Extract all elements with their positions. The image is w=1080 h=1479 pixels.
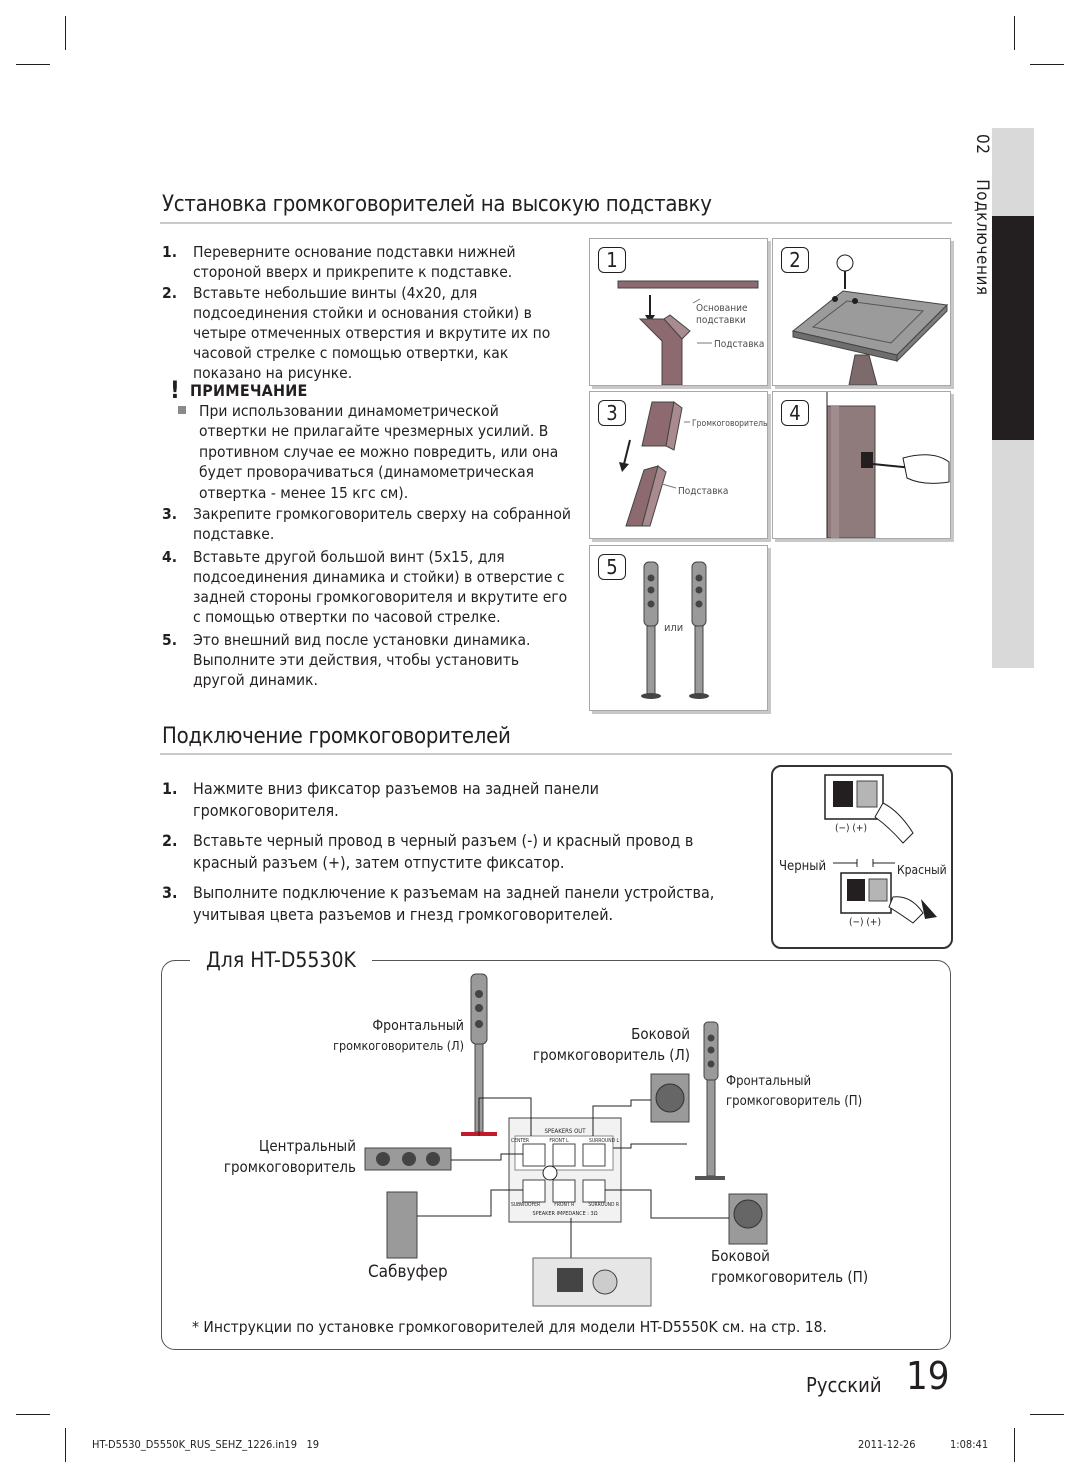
label-stand: Подставка (678, 486, 729, 497)
panel-impedance: SPEAKER IMPEDANCE : 3Ω (532, 1211, 598, 1217)
label-black-wire: Черный (779, 859, 827, 874)
model-footnote: * Инструкции по установке громкоговорите… (192, 1318, 827, 1336)
figure-number: 2 (781, 247, 809, 273)
label-side-left: Боковой громкоговоритель (Л) (532, 1025, 690, 1064)
list-item: 2.Вставьте черный провод в черный разъем… (162, 831, 694, 872)
list-item: 5.Это внешний вид после установки динами… (162, 631, 531, 689)
figure-number: 4 (781, 400, 809, 426)
note-text: При использовании динамометрической отве… (178, 401, 563, 503)
label-center: Центральный громкоговоритель (223, 1137, 356, 1176)
label-or: или (664, 621, 684, 634)
list-item: 3.Закрепите громкоговоритель сверху на с… (162, 505, 571, 543)
list-item: 3.Выполните подключение к разъемам на за… (162, 883, 715, 924)
crop-mark (1014, 16, 1015, 50)
label-subwoofer: Сабвуфер (368, 1262, 448, 1282)
assembled-speakers-illustration (641, 561, 709, 699)
stand-steps-2: 3.Закрепите громкоговоритель сверху на с… (162, 504, 572, 690)
crop-mark (1030, 1414, 1064, 1415)
label-front-right: Фронтальный громкоговоритель (П) (726, 1074, 863, 1109)
figure-number: 3 (598, 400, 626, 426)
screwdriver-base-illustration (791, 254, 949, 385)
footer-time: 1:08:41 (950, 1438, 989, 1451)
model-diagram-box (161, 960, 951, 1350)
footer-filename: HT-D5530_D5550K_RUS_SEHZ_1226.in19 19 (92, 1438, 320, 1451)
label-red-wire: Красный (897, 863, 947, 877)
connect-steps: 1.Нажмите вниз фиксатор разъемов на задн… (162, 778, 738, 926)
connector-figure: (−) (+) Черный Красный (−) (+) (771, 765, 953, 949)
figure-number: 5 (598, 554, 626, 580)
chapter-name: Подключения (972, 179, 992, 296)
list-item: 2.Вставьте небольшие винты (4x20, для по… (162, 284, 551, 382)
label-stand: Подставка (714, 339, 765, 350)
label-front-left: Фронтальный громкоговоритель (Л) (333, 1018, 464, 1053)
label-stand-base: Основание подставки (696, 303, 748, 326)
section-title-stand: Установка громкоговорителей на высокую п… (162, 192, 712, 217)
crop-mark (65, 1428, 66, 1462)
chapter-side-tab: 02 Подключения (962, 128, 1034, 668)
list-item: 1.Переверните основание подставки нижней… (162, 243, 516, 281)
terminal-polarity-label: (−) (+) (835, 823, 867, 834)
label-speaker: Громкоговоритель (692, 419, 768, 429)
stand-base-illustration (617, 280, 759, 385)
chapter-label: 02 Подключения (962, 128, 992, 328)
crop-mark (65, 16, 66, 50)
terminal-polarity-label: (−) (+) (849, 917, 881, 928)
stand-steps-1: 1.Переверните основание подставки нижней… (162, 242, 572, 383)
section-rule (160, 222, 952, 224)
figure-step-2: 2 (772, 238, 951, 386)
footer-language: Русский (806, 1373, 882, 1397)
crop-mark (16, 64, 50, 65)
model-box-title: Для HT-D5530K (190, 948, 372, 972)
list-item: 1.Нажмите вниз фиксатор разъемов на задн… (162, 779, 599, 820)
figure-step-4: 4 (772, 391, 951, 539)
crop-mark (1030, 64, 1064, 65)
crop-mark (16, 1414, 50, 1415)
figure-step-1: 1 Основание подставки Подставка (589, 238, 768, 386)
footer-date: 2011-12-26 (858, 1438, 916, 1451)
bullet-square-icon (178, 406, 186, 414)
figure-step-5: 5 или (589, 545, 768, 711)
speaker-wiring-diagram (364, 973, 768, 1307)
speaker-back-screw-illustration (826, 392, 950, 538)
figure-number: 1 (598, 247, 626, 273)
list-item: 4.Вставьте другой большой винт (5x15, дл… (162, 548, 568, 626)
label-side-right: Боковой громкоговоритель (П) (711, 1247, 869, 1286)
warning-icon: ! (170, 376, 181, 404)
note-heading: !ПРИМЕЧАНИЕ (170, 376, 308, 404)
figure-step-3: 3 Громкоговоритель Подставка (589, 391, 768, 539)
panel-speakers-out: SPEAKERS OUT (544, 1128, 586, 1135)
chapter-number: 02 (972, 134, 992, 155)
section-rule (160, 753, 952, 755)
speaker-on-stand-illustration (619, 401, 690, 527)
crop-mark (1014, 1428, 1015, 1462)
terminal-illustration (824, 774, 937, 924)
page-number: 19 (906, 1354, 950, 1398)
section-title-connect: Подключение громкоговорителей (162, 724, 511, 749)
